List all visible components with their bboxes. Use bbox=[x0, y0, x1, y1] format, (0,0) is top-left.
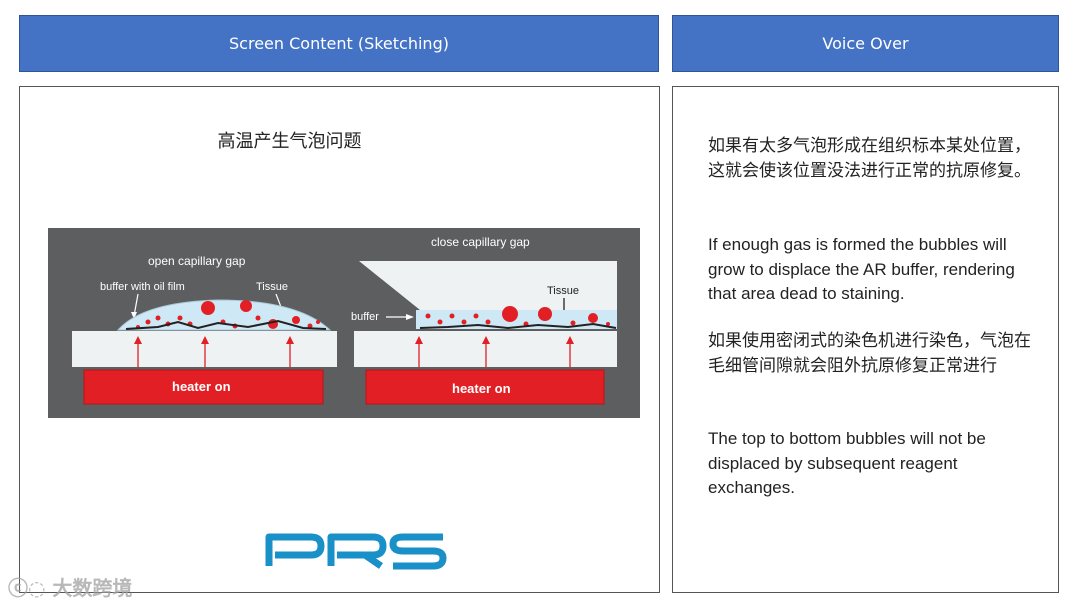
capillary-gap-diagram: open capillary gap buffer with oil film … bbox=[48, 228, 640, 418]
tissue-right bbox=[419, 322, 617, 330]
bubbles-right bbox=[425, 306, 610, 327]
tissue-label-right: Tissue bbox=[547, 285, 579, 297]
watermark-text: 大数跨境 bbox=[52, 576, 133, 600]
watermark: ⓒ◌ 大数跨境 bbox=[8, 572, 132, 601]
voice-over-panel: 如果有太多气泡形成在组织标本某处位置，这就会使该位置没法进行正常的抗原修复。 I… bbox=[672, 86, 1059, 593]
voice-over-paragraph-1: 如果有太多气泡形成在组织标本某处位置，这就会使该位置没法进行正常的抗原修复。 bbox=[708, 136, 1031, 181]
heater-right bbox=[365, 369, 605, 405]
voice-over-paragraph-4: The top to bottom bubbles will not be di… bbox=[708, 429, 986, 497]
buffer-film bbox=[416, 310, 617, 329]
heater-right-label: heater on bbox=[452, 381, 511, 396]
voice-over-header-label: Voice Over bbox=[822, 34, 909, 53]
voice-over-paragraph-3: 如果使用密闭式的染色机进行染色，气泡在毛细管间隙就会阻外抗原修复正常进行 bbox=[708, 331, 1031, 376]
prs-logo bbox=[265, 530, 447, 574]
heater-left bbox=[83, 369, 324, 405]
voice-over-paragraph-2: If enough gas is formed the bubbles will… bbox=[708, 235, 1015, 303]
voice-over-header: Voice Over bbox=[672, 15, 1059, 72]
tissue-left bbox=[125, 319, 327, 330]
buffer-oil-film-label: buffer with oil film bbox=[100, 281, 185, 293]
heat-arrows-left bbox=[134, 336, 294, 367]
slide-title: 高温产生气泡问题 bbox=[217, 131, 362, 152]
buffer-label: buffer bbox=[351, 311, 379, 323]
close-gap-title: close capillary gap bbox=[431, 235, 530, 249]
screen-content-panel: 高温产生气泡问题 open capillary gap buffer with … bbox=[19, 86, 660, 593]
screen-content-header-label: Screen Content (Sketching) bbox=[229, 34, 449, 53]
open-gap-title: open capillary gap bbox=[148, 254, 246, 268]
tissue-label-left: Tissue bbox=[256, 281, 288, 293]
cover-plate bbox=[359, 261, 617, 310]
screen-content-header: Screen Content (Sketching) bbox=[19, 15, 659, 72]
heat-arrows-right bbox=[415, 336, 574, 367]
watermark-icon: ⓒ◌ bbox=[8, 576, 53, 600]
heater-left-label: heater on bbox=[172, 379, 231, 394]
